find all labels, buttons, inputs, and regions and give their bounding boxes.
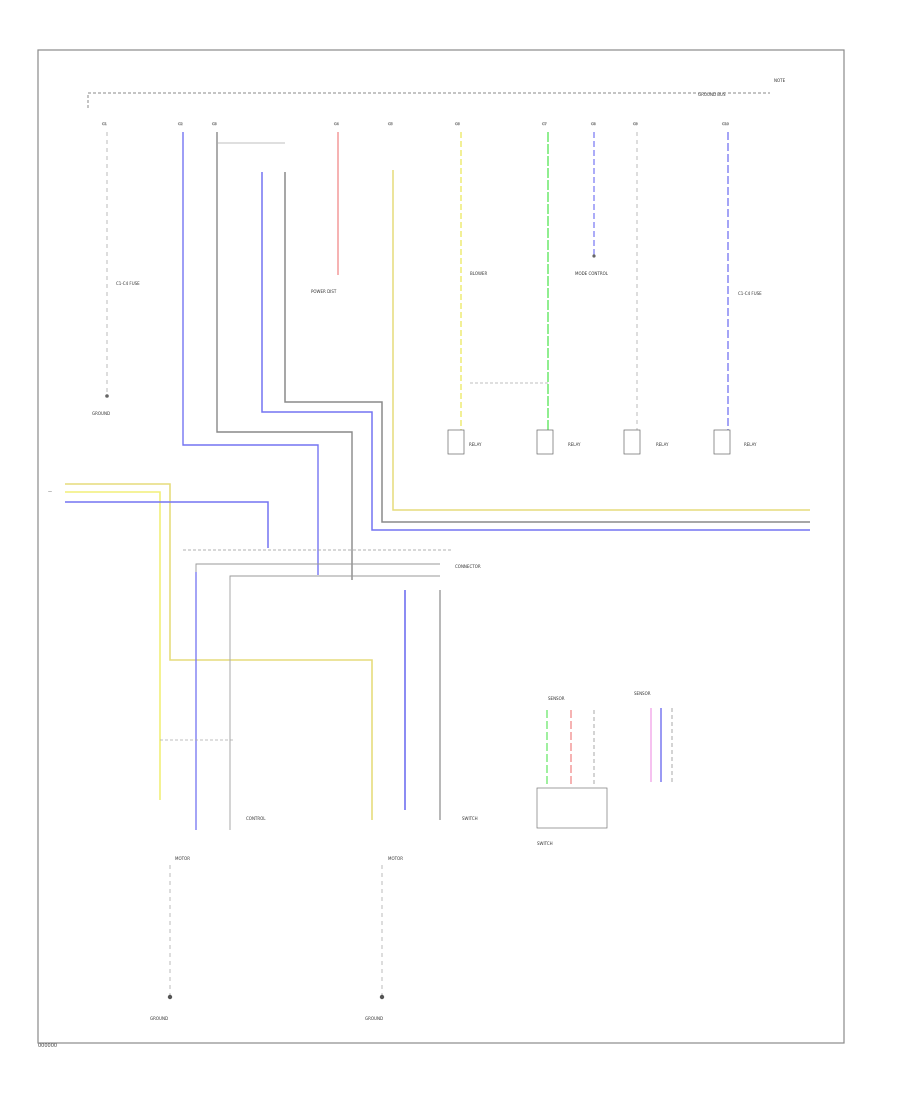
svg-text:POWER DIST: POWER DIST [311, 289, 337, 294]
wire-col11-blue: C1-C4 FUSE [727, 132, 762, 430]
svg-text:C4: C4 [334, 122, 339, 126]
svg-text:C5: C5 [388, 122, 393, 126]
diagram-border [37, 49, 845, 1044]
svg-text:MOTOR: MOTOR [175, 856, 190, 861]
left-harness: — [48, 483, 373, 820]
svg-text:BLOWER: BLOWER [470, 271, 487, 276]
svg-text:GROUND: GROUND [92, 411, 110, 416]
corner-note: NOTE [774, 78, 786, 83]
wire-left-ground: C1-C4 FUSE GROUND [92, 132, 140, 416]
ground-bus-label: GROUND BUS [698, 92, 726, 97]
svg-text:C8: C8 [591, 122, 596, 126]
svg-text:MODE CONTROL: MODE CONTROL [575, 271, 609, 276]
svg-text:C1: C1 [102, 122, 107, 126]
relay-row [447, 429, 731, 455]
svg-text:CONTROL: CONTROL [246, 816, 266, 821]
footer-code: 000000 [38, 1043, 58, 1049]
svg-text:SWITCH: SWITCH [462, 816, 478, 821]
svg-text:RELAY: RELAY [568, 442, 581, 447]
svg-text:SENSOR: SENSOR [548, 696, 565, 701]
svg-text:SENSOR: SENSOR [634, 691, 651, 696]
svg-text:C6: C6 [455, 122, 460, 126]
svg-text:CONNECTOR: CONNECTOR [455, 564, 481, 569]
wire-col3-gray [216, 132, 353, 580]
svg-text:C2: C2 [178, 122, 183, 126]
svg-text:C7: C7 [542, 122, 547, 126]
bottom-motors: MOTOR MOTOR GROUND GROUND CONTROL SWITCH [150, 816, 478, 1021]
wire-pair-right [261, 172, 810, 531]
svg-text:RELAY: RELAY [469, 442, 482, 447]
svg-text:C9: C9 [633, 122, 638, 126]
top-pins: C1 C2 C3 C4 C5 C6 C7 C8 C9 C10 [102, 122, 730, 127]
svg-text:SWITCH: SWITCH [537, 841, 553, 846]
svg-text:C1-C4 FUSE: C1-C4 FUSE [738, 291, 762, 296]
svg-text:—: — [48, 489, 52, 494]
svg-text:C1-C4 FUSE: C1-C4 FUSE [116, 281, 140, 286]
svg-text:MOTOR: MOTOR [388, 856, 403, 861]
wire-red-short: POWER DIST [311, 132, 339, 294]
wire-col9-blue: MODE CONTROL [575, 132, 609, 276]
wire-col2-blue [182, 132, 319, 575]
relay-labels: RELAY RELAY RELAY RELAY [469, 442, 757, 447]
connector-block: CONNECTOR [183, 549, 481, 580]
svg-text:GROUND: GROUND [365, 1016, 383, 1021]
svg-text:GROUND: GROUND [150, 1016, 168, 1021]
lower-wires [160, 572, 441, 830]
wire-col7-yellow: BLOWER [460, 132, 550, 430]
svg-text:RELAY: RELAY [656, 442, 669, 447]
right-sensors: SENSOR SWITCH SENSOR [536, 691, 673, 846]
top-ground-bus: GROUND BUS NOTE [87, 78, 786, 108]
wire-yellow-right [392, 170, 810, 511]
svg-text:C3: C3 [212, 122, 217, 126]
svg-text:RELAY: RELAY [744, 442, 757, 447]
svg-text:C10: C10 [722, 122, 729, 126]
